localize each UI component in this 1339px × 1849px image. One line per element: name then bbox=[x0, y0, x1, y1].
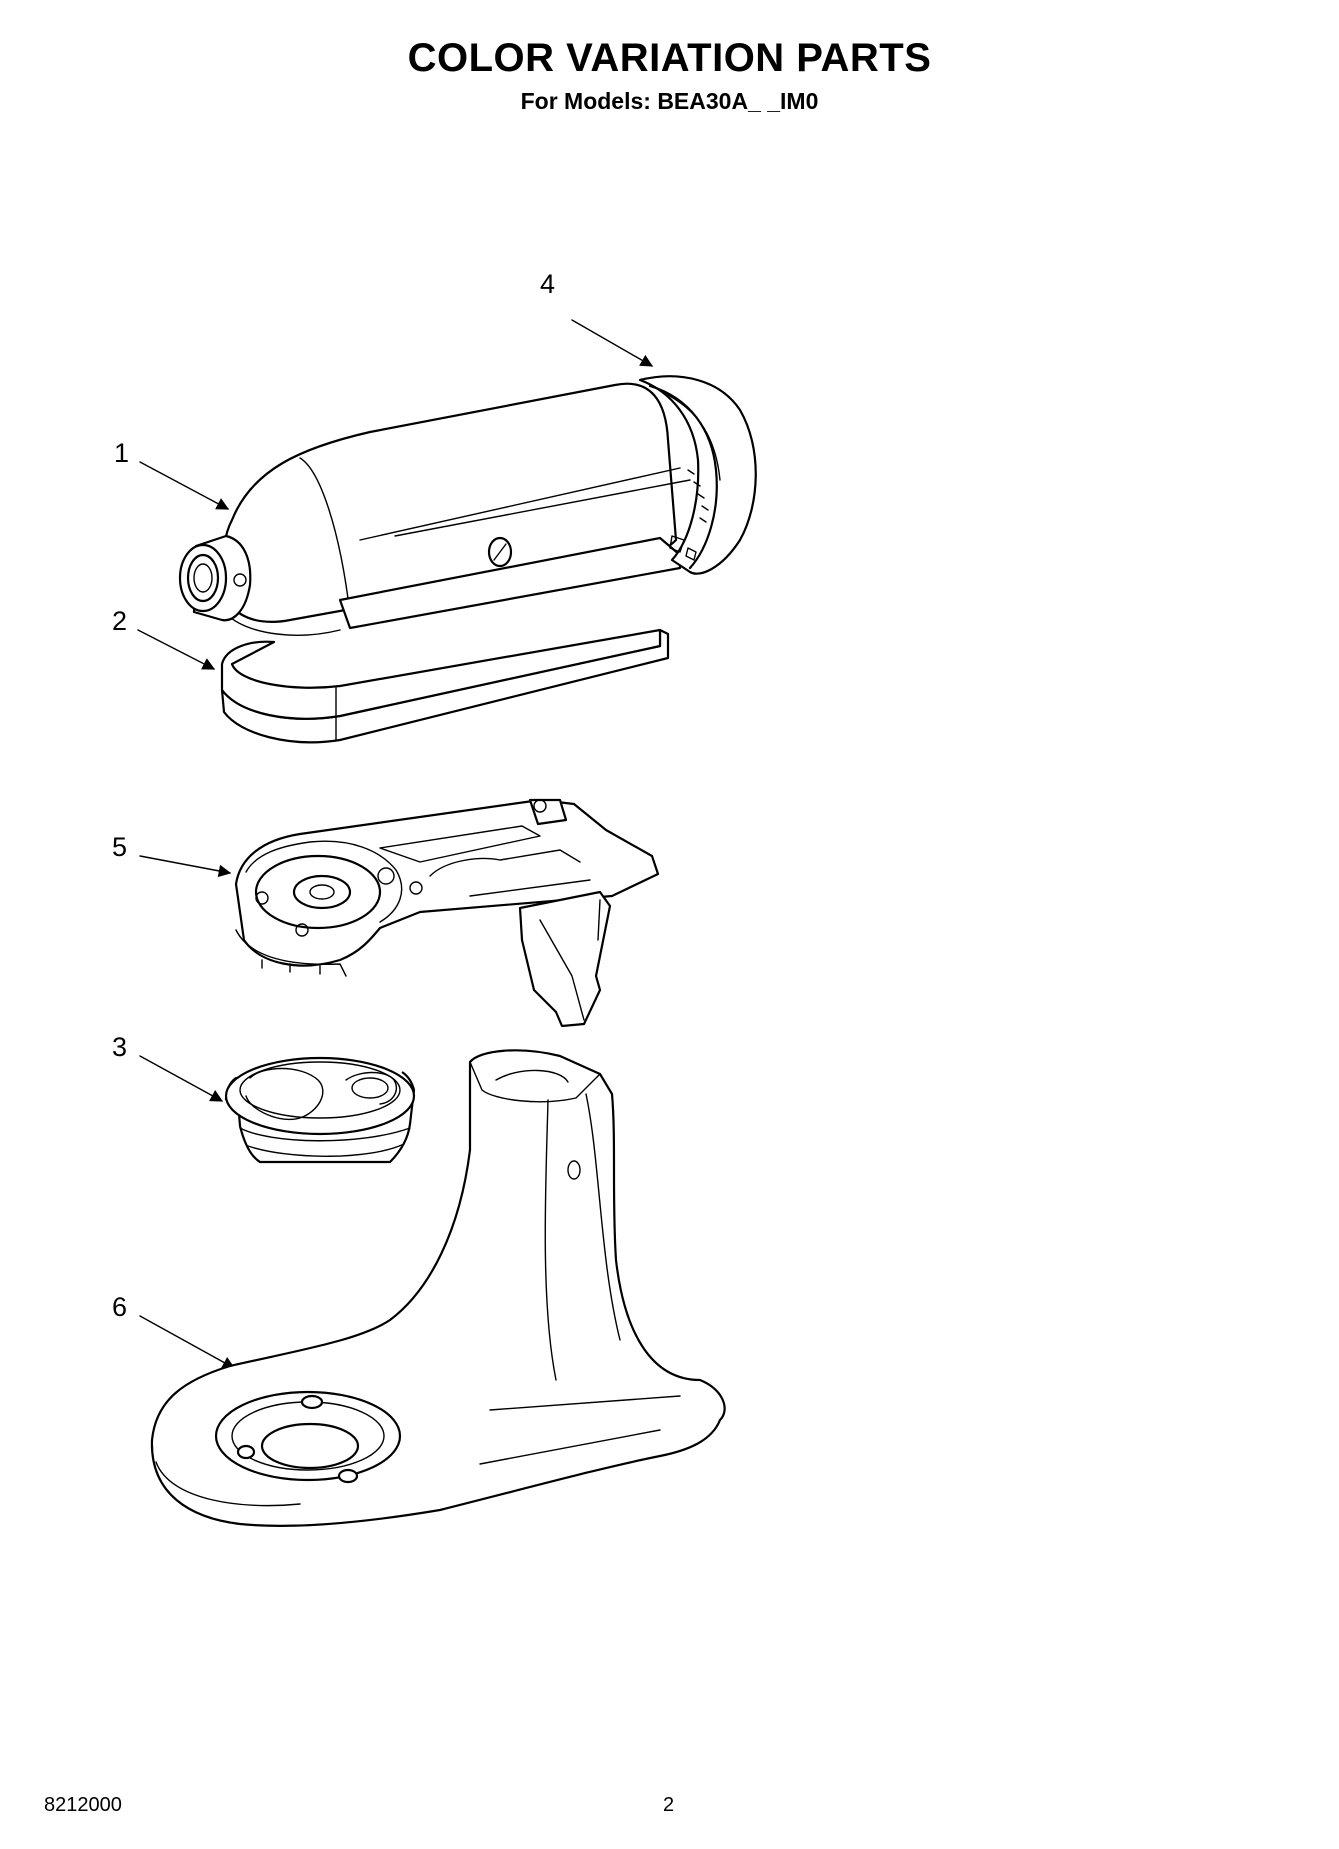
part-3-clamp-plate bbox=[224, 1056, 416, 1164]
leader-arrow-3 bbox=[139, 1055, 224, 1102]
page-number: 2 bbox=[663, 1794, 675, 1816]
part-5-gear-housing bbox=[234, 798, 660, 1028]
leader-arrow-5 bbox=[139, 855, 232, 878]
part-2-trim-band bbox=[220, 628, 670, 744]
callout-1: 1 bbox=[114, 438, 230, 510]
page-title: COLOR VARIATION PARTS bbox=[407, 36, 932, 80]
model-subtitle: For Models: BEA30A_ _IM0 bbox=[520, 88, 819, 114]
part-1-motor-housing bbox=[178, 382, 691, 636]
callout-label-3: 3 bbox=[112, 1032, 127, 1062]
document-number: 8212000 bbox=[44, 1794, 122, 1816]
callout-3: 3 bbox=[112, 1032, 224, 1102]
callout-6: 6 bbox=[112, 1292, 236, 1369]
callout-2: 2 bbox=[112, 606, 216, 670]
callout-label-4: 4 bbox=[540, 269, 555, 299]
leader-arrow-4 bbox=[571, 319, 654, 367]
callout-label-6: 6 bbox=[112, 1292, 127, 1322]
callout-label-1: 1 bbox=[114, 438, 129, 468]
part-4-rear-cover bbox=[638, 375, 757, 575]
callout-5: 5 bbox=[112, 832, 232, 878]
leader-arrow-6 bbox=[139, 1315, 236, 1369]
part-6-base bbox=[150, 1049, 726, 1527]
callout-4: 4 bbox=[540, 269, 654, 367]
leader-arrow-2 bbox=[137, 629, 216, 670]
callout-label-5: 5 bbox=[112, 832, 127, 862]
callout-label-2: 2 bbox=[112, 606, 127, 636]
leader-arrow-1 bbox=[139, 461, 230, 510]
